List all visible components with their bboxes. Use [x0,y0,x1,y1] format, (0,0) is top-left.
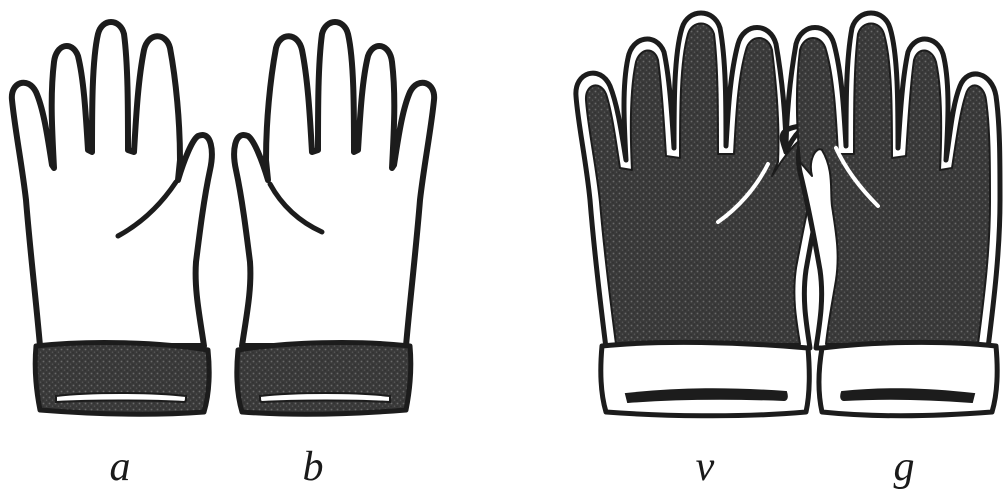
glove-v-hand [586,24,818,345]
glove-b-cuff [237,343,411,415]
glove-a-cuff-stitch [56,393,186,402]
glove-b-hand [234,22,434,346]
glove-g [782,13,1000,416]
caption-v: v [675,442,735,492]
glove-a [12,22,212,414]
glove-v-cuff [601,342,810,415]
glove-b-cuff-stitch [260,393,390,402]
glove-a-cuff [35,343,209,415]
glove-a-hand [12,22,212,346]
caption-g: g [874,442,934,492]
caption-b: b [283,442,343,492]
glove-b [234,22,434,414]
caption-a: a [90,442,150,492]
glove-g-cuff [819,342,997,415]
